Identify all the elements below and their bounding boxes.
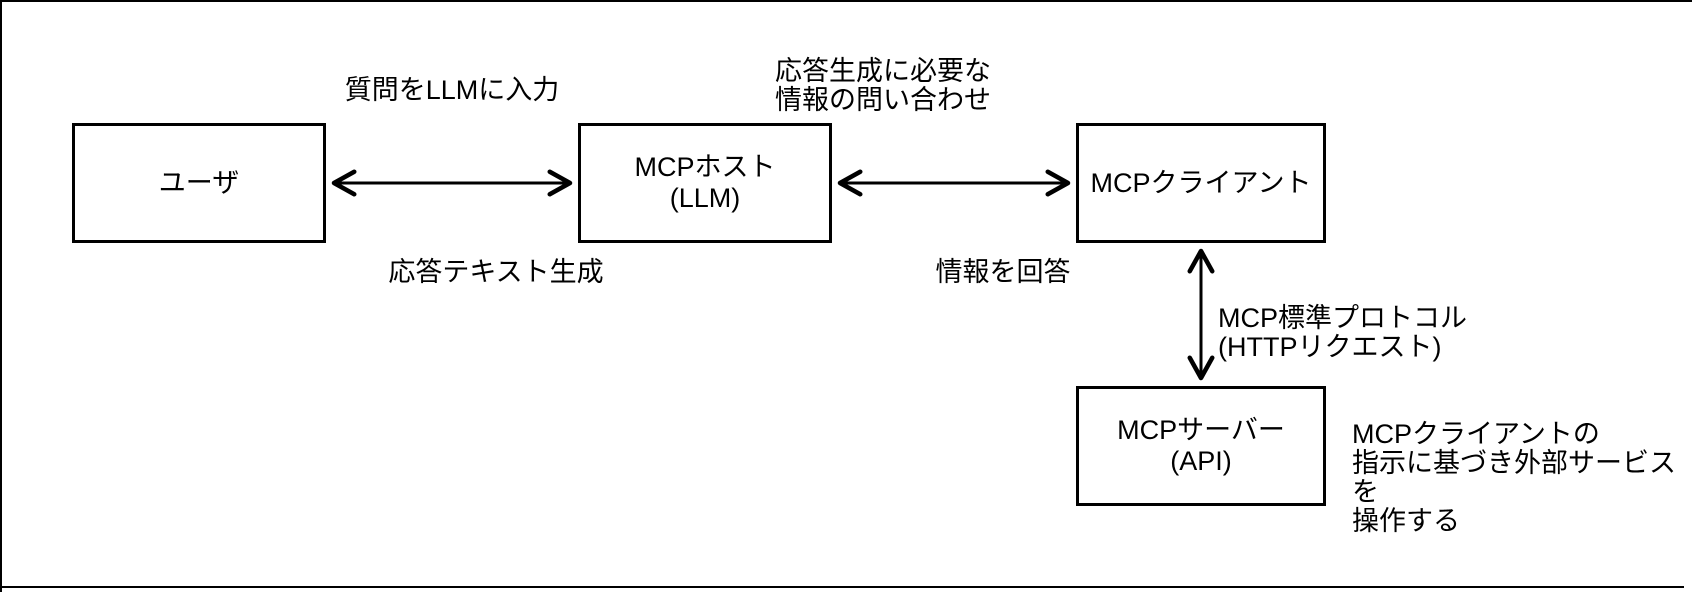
response-text-edge-label: 応答テキスト生成 [388, 257, 604, 287]
frame-border-left [0, 0, 2, 592]
answer-info-edge-label: 情報を回答 [935, 257, 1071, 287]
mcp-client-box-label: MCPクライアント [1090, 167, 1312, 198]
user-box-label: ユーザ [158, 167, 240, 198]
mcp-host-box: MCPホスト (LLM) [578, 123, 832, 243]
mcp-server-box-label: MCPサーバー (API) [1117, 415, 1285, 476]
query-info-edge-label: 応答生成に必要な 情報の問い合わせ [775, 56, 991, 115]
mcp-protocol-edge-label: MCP標準プロトコル (HTTPリクエスト) [1218, 303, 1467, 362]
frame-border-bottom [0, 586, 1684, 588]
frame-border-top [0, 0, 1692, 2]
mcp-client-box: MCPクライアント [1076, 123, 1326, 243]
server-description-note: MCPクライアントの 指示に基づき外部サービスを 操作する [1352, 419, 1676, 536]
mcp-host-box-label: MCPホスト (LLM) [634, 152, 776, 213]
ask-llm-edge-label: 質問をLLMに入力 [344, 75, 560, 105]
mcp-server-box: MCPサーバー (API) [1076, 386, 1326, 506]
user-box: ユーザ [72, 123, 326, 243]
